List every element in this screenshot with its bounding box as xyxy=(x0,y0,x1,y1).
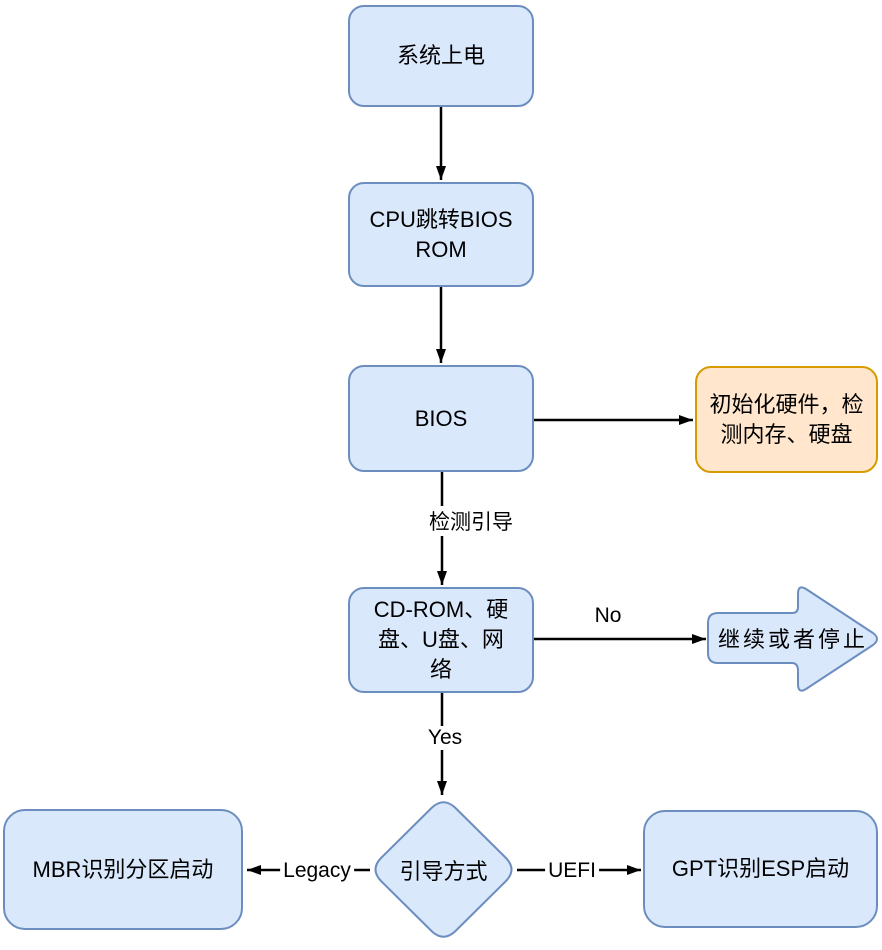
edge-label-detect-boot: 检测引导 xyxy=(426,506,516,536)
node-boot-devices-label: CD-ROM、硬盘、U盘、网络 xyxy=(373,597,509,682)
node-continue-or-stop: 继续或者停止 xyxy=(706,613,880,663)
node-continue-or-stop-label: 继续或者停止 xyxy=(717,627,868,652)
edge-label-legacy: Legacy xyxy=(280,859,354,883)
node-bios-label: BIOS xyxy=(414,405,468,431)
block-arrow-shape xyxy=(707,586,878,692)
node-init-hardware-label: 初始化硬件，检测内存、硬盘 xyxy=(709,391,864,447)
node-mbr-boot-label: MBR识别分区启动 xyxy=(32,856,214,882)
decision-diamond-shape xyxy=(374,801,513,938)
node-gpt-boot-label: GPT识别ESP启动 xyxy=(671,856,850,882)
node-gpt-boot: GPT识别ESP启动 xyxy=(643,810,878,928)
edge-label-uefi: UEFI xyxy=(545,859,599,883)
node-cpu-jump-bios-rom: CPU跳转BIOS ROM xyxy=(348,182,534,287)
node-power-on-label: 系统上电 xyxy=(396,43,485,69)
node-boot-devices: CD-ROM、硬盘、U盘、网络 xyxy=(348,587,534,693)
node-mbr-boot: MBR识别分区启动 xyxy=(3,809,243,930)
node-boot-mode-label: 引导方式 xyxy=(399,858,488,884)
node-power-on: 系统上电 xyxy=(348,5,534,107)
node-cpu-jump-label: CPU跳转BIOS ROM xyxy=(369,206,513,262)
node-boot-mode-decision: 引导方式 xyxy=(370,797,517,942)
edge-label-yes: Yes xyxy=(424,726,466,750)
edge-label-no: No xyxy=(591,604,625,628)
node-init-hardware: 初始化硬件，检测内存、硬盘 xyxy=(695,366,878,473)
node-bios: BIOS xyxy=(348,365,534,472)
